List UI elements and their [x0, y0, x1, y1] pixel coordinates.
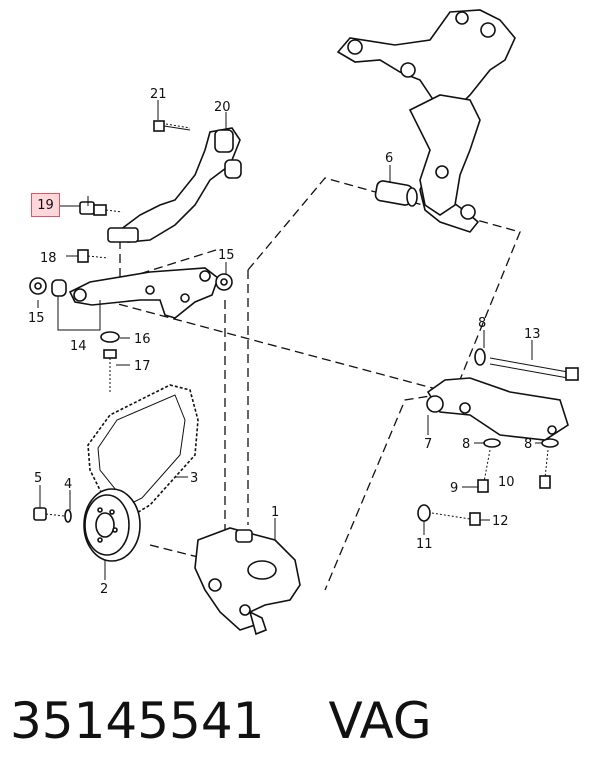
bolt-10 — [539, 449, 551, 489]
label-18: 18 — [40, 251, 57, 266]
rubber-bush-14 — [51, 279, 67, 297]
nut-15-right — [215, 273, 233, 291]
label-5: 5 — [34, 471, 42, 486]
washer-8-right — [541, 438, 559, 448]
label-11: 11 — [416, 537, 433, 552]
label-8-top: 8 — [478, 316, 486, 331]
part-labels: 21 20 6 18 15 15 14 16 17 8 13 7 8 8 9 1… — [28, 87, 541, 597]
bolt-9 — [477, 449, 491, 493]
washer-11 — [417, 504, 431, 522]
bolt-17 — [103, 349, 117, 392]
label-17: 17 — [134, 359, 151, 374]
pulley — [83, 488, 141, 562]
brand-name: VAG — [328, 692, 432, 750]
bolt-19 — [79, 201, 123, 216]
washer-16 — [100, 331, 120, 343]
label-21: 21 — [150, 87, 167, 102]
bolt-18 — [77, 249, 109, 263]
exploded-parts-diagram: 21 20 6 18 15 15 14 16 17 8 13 7 8 8 9 1… — [28, 9, 579, 636]
label-7: 7 — [424, 437, 432, 452]
label-16: 16 — [134, 332, 151, 347]
label-2: 2 — [100, 582, 108, 597]
label-1: 1 — [271, 505, 279, 520]
nut-15-left — [29, 277, 47, 295]
label-8-middle: 8 — [462, 437, 470, 452]
label-12: 12 — [492, 514, 509, 529]
part-number-footer: 35145541 VAG — [10, 676, 590, 766]
leader-lines — [37, 100, 542, 580]
washer-8-top — [474, 348, 486, 366]
lock-washer-4 — [64, 509, 72, 523]
upper-mounting-bracket — [336, 9, 516, 233]
label-15-right: 15 — [218, 248, 235, 263]
label-9: 9 — [450, 481, 458, 496]
label-3: 3 — [190, 471, 198, 486]
long-bolt-13 — [489, 357, 579, 381]
label-4: 4 — [64, 477, 72, 492]
power-steering-pump — [194, 527, 301, 636]
label-15-left: 15 — [28, 311, 45, 326]
bolt-12 — [431, 512, 481, 526]
label-8-right: 8 — [524, 437, 532, 452]
part-number: 35145541 — [10, 692, 265, 750]
label-6: 6 — [385, 151, 393, 166]
label-20: 20 — [214, 100, 231, 115]
lower-bracket-plate — [68, 267, 219, 319]
spacer-sleeve — [374, 180, 418, 207]
bolt-5 — [33, 507, 65, 521]
washer-8-middle — [483, 438, 501, 448]
tensioner-bracket — [107, 127, 242, 243]
highlighted-callout-19: 19 — [31, 193, 60, 217]
label-10: 10 — [498, 475, 515, 490]
label-14: 14 — [70, 339, 87, 354]
pump-support-bracket — [426, 377, 569, 441]
label-13: 13 — [524, 327, 541, 342]
bolt-21 — [153, 120, 191, 132]
